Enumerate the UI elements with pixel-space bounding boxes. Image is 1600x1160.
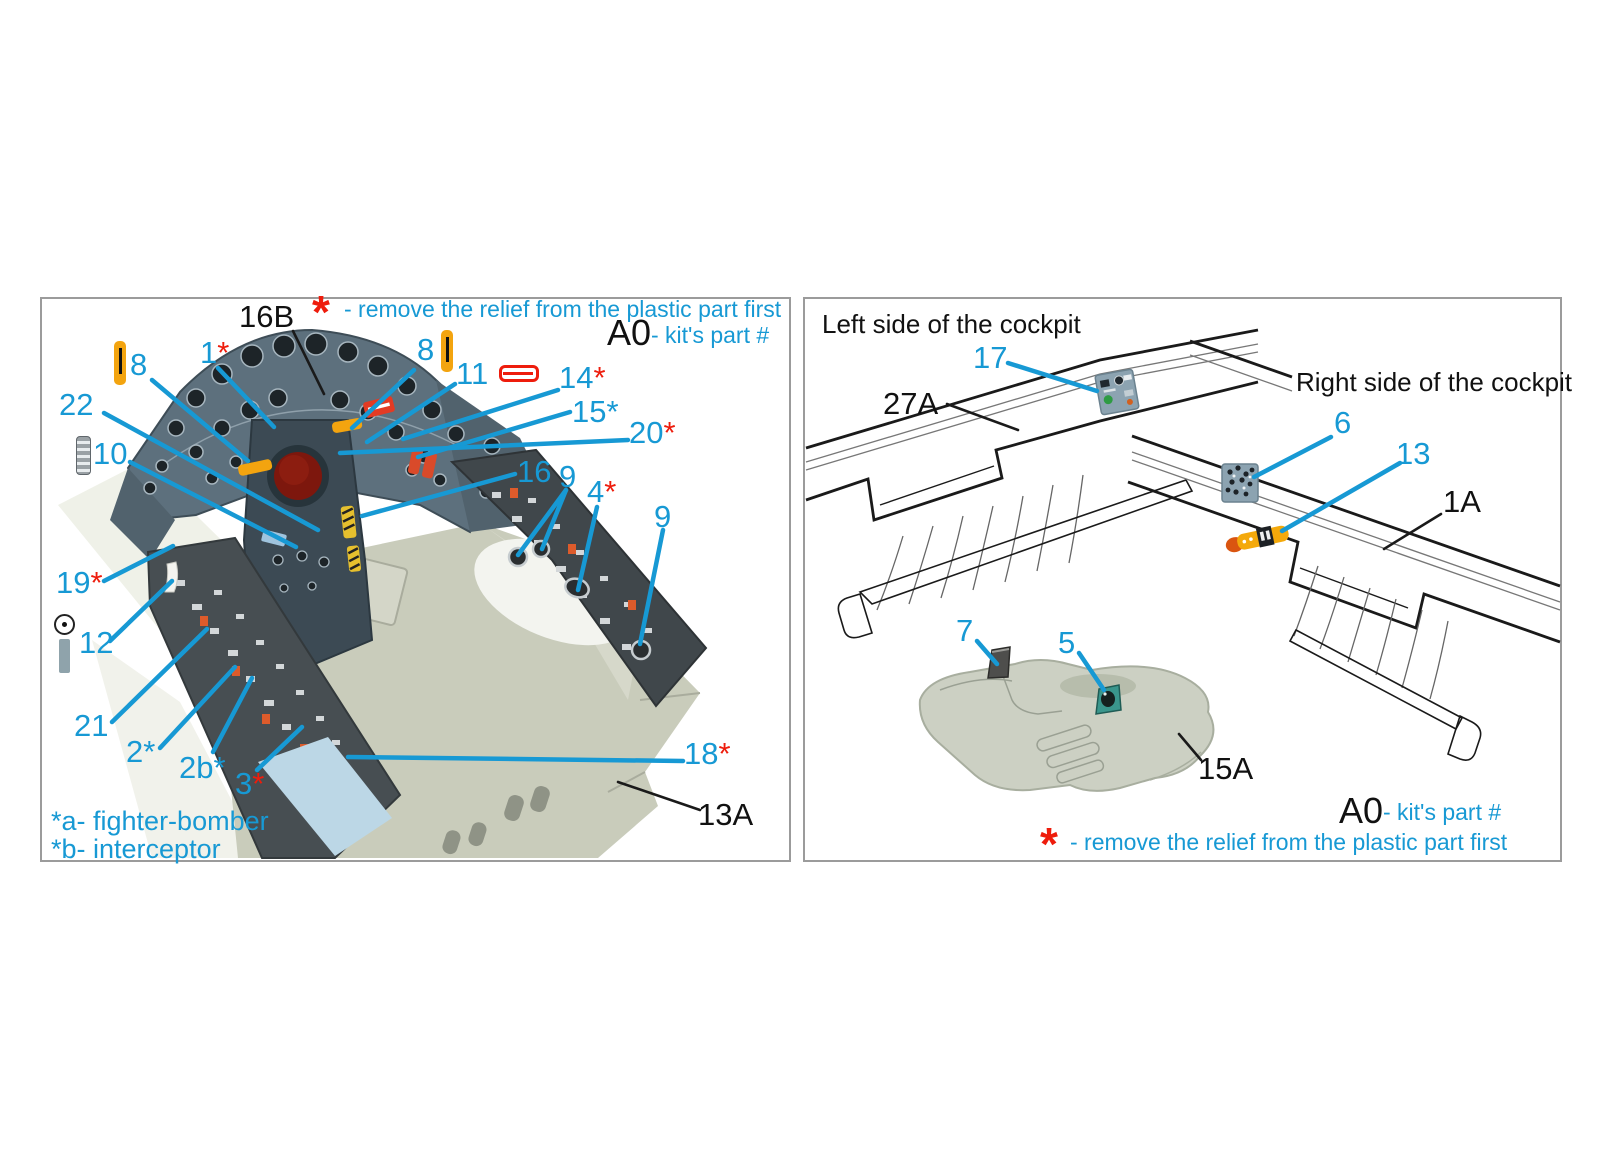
kit-part-note: - kit's part #: [1383, 799, 1502, 825]
kit-part-note: - kit's part #: [651, 322, 770, 348]
cockpit-photo: [58, 328, 708, 859]
callout-12: 12: [79, 625, 114, 660]
callout-8-left: 8: [130, 347, 148, 382]
callout-21: 21: [74, 708, 109, 743]
callout-2b: 2b*: [179, 750, 226, 785]
part-13-handle: [1225, 525, 1289, 553]
marker-bar-icon: [441, 330, 453, 372]
leader-lines: [101, 360, 1403, 773]
callout-17: 17: [973, 340, 1008, 375]
callout-1A: 1A: [1443, 484, 1481, 519]
callout-9-lower: 9: [654, 499, 672, 534]
callout-1: 1*: [200, 335, 230, 370]
callout-13A: 13A: [698, 797, 754, 832]
left-sill-drawing: [805, 328, 1259, 639]
callout-13: 13: [1396, 436, 1431, 471]
callout-4: 4*: [587, 474, 617, 509]
marker-bar-icon: [114, 341, 126, 385]
callout-20: 20*: [629, 415, 676, 450]
callout-11: 11: [456, 356, 489, 391]
footnote-fighter-bomber: *a- fighter-bomber: [51, 806, 269, 836]
coaming-photo: [918, 646, 1215, 792]
callout-22: 22: [59, 387, 94, 422]
remove-relief-note: - remove the relief from the plastic par…: [344, 296, 782, 322]
kit-part-code: A0: [1339, 790, 1384, 831]
part-7: [987, 646, 1011, 679]
callout-6: 6: [1334, 405, 1352, 440]
hazard-strip-marker: [340, 505, 362, 572]
footnote-interceptor: *b- interceptor: [51, 834, 221, 864]
callout-8-right: 8: [417, 332, 435, 367]
decal-part-17: [1094, 368, 1140, 416]
remove-relief-note: - remove the relief from the plastic par…: [1070, 829, 1508, 855]
callout-10: 10: [93, 436, 128, 471]
callout-16: 16: [517, 454, 552, 489]
callout-14: 14*: [559, 360, 606, 395]
remove-relief-star: *: [1040, 818, 1058, 870]
yellow-marker: [238, 459, 273, 476]
remove-relief-star: *: [312, 286, 330, 338]
callout-3: 3*: [235, 766, 265, 801]
callout-19: 19*: [56, 565, 103, 600]
callout-5: 5: [1058, 625, 1076, 660]
pin-icon-stem: [59, 639, 70, 673]
decal-part-6: [1221, 463, 1259, 503]
callout-18: 18*: [684, 736, 731, 771]
callout-7: 7: [956, 613, 974, 648]
leader-lines-black: [291, 329, 1443, 812]
striped-marker-icon: [499, 365, 539, 382]
pin-icon: [54, 614, 75, 635]
part-5: [1095, 684, 1122, 715]
yellow-marker: [331, 418, 363, 433]
callout-16B: 16B: [239, 299, 295, 334]
callout-15: 15*: [572, 394, 619, 429]
title-right-side: Right side of the cockpit: [1296, 367, 1573, 397]
callout-2: 2*: [126, 734, 156, 769]
callout-27A: 27A: [883, 386, 939, 421]
callout-9-upper: 9: [559, 459, 577, 494]
callout-15A: 15A: [1198, 751, 1254, 786]
title-left-side: Left side of the cockpit: [822, 309, 1081, 339]
kit-part-code: A0: [607, 312, 652, 353]
rivet-strip-icon: [76, 436, 91, 475]
